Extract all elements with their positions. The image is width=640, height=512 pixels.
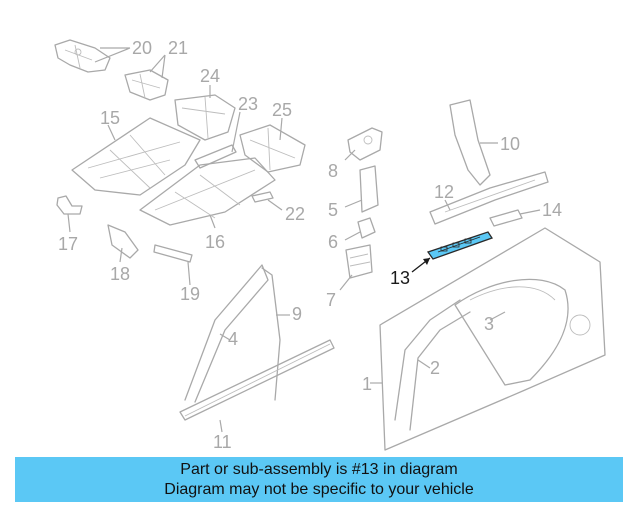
part-1-shape bbox=[379, 227, 606, 451]
part-label-25[interactable]: 25 bbox=[272, 100, 292, 120]
part-21-shape bbox=[124, 69, 169, 101]
part-label-16[interactable]: 16 bbox=[205, 232, 225, 252]
banner-line-2: Diagram may not be specific to your vehi… bbox=[164, 480, 474, 498]
part-label-15[interactable]: 15 bbox=[100, 108, 120, 128]
part-12-shape bbox=[429, 171, 549, 225]
part-22-shape bbox=[251, 191, 274, 203]
part-label-10[interactable]: 10 bbox=[500, 134, 520, 154]
part-10-shape bbox=[449, 99, 491, 186]
part-7-shape bbox=[345, 244, 373, 279]
part-17-shape bbox=[56, 195, 83, 215]
part-label-24[interactable]: 24 bbox=[200, 66, 220, 86]
part-label-21[interactable]: 21 bbox=[168, 38, 188, 58]
leader-lines bbox=[67, 47, 541, 433]
part-label-13[interactable]: 13 bbox=[390, 268, 410, 288]
part-8-shape bbox=[347, 127, 383, 161]
part-label-20[interactable]: 20 bbox=[132, 38, 152, 58]
part-label-5[interactable]: 5 bbox=[328, 200, 338, 220]
part-label-6[interactable]: 6 bbox=[328, 232, 338, 252]
part-4-shape bbox=[184, 264, 269, 403]
part-19-shape bbox=[153, 244, 193, 263]
part-23-shape bbox=[194, 144, 237, 169]
part-24-shape bbox=[174, 94, 236, 141]
part-label-8[interactable]: 8 bbox=[328, 161, 338, 181]
part-18-shape bbox=[107, 224, 139, 259]
part-20-shape bbox=[54, 39, 111, 73]
part-label-19[interactable]: 19 bbox=[180, 284, 200, 304]
part-3-shape bbox=[454, 278, 591, 386]
part-label-23[interactable]: 23 bbox=[238, 94, 258, 114]
part-2-shape bbox=[394, 299, 471, 431]
info-banner: Part or sub-assembly is #13 in diagram D… bbox=[15, 457, 623, 502]
part-label-9[interactable]: 9 bbox=[292, 304, 302, 324]
part-label-14[interactable]: 14 bbox=[542, 200, 562, 220]
part-label-1[interactable]: 1 bbox=[362, 374, 372, 394]
part-9-shape bbox=[261, 267, 281, 401]
part-14-shape bbox=[489, 209, 523, 227]
part-label-4[interactable]: 4 bbox=[228, 329, 238, 349]
part-15-shape bbox=[71, 117, 201, 196]
part-25-shape bbox=[239, 124, 306, 173]
banner-line-1: Part or sub-assembly is #13 in diagram bbox=[180, 460, 458, 478]
part-label-18[interactable]: 18 bbox=[110, 264, 130, 284]
part-16-shape bbox=[139, 157, 276, 226]
part-label-12[interactable]: 12 bbox=[434, 182, 454, 202]
parts-diagram: 20 21 24 23 25 15 10 8 12 5 22 14 17 16 … bbox=[54, 38, 606, 452]
part-label-11[interactable]: 11 bbox=[213, 432, 232, 452]
part-5-shape bbox=[359, 165, 379, 213]
part-label-22[interactable]: 22 bbox=[285, 204, 305, 224]
part-label-7[interactable]: 7 bbox=[326, 290, 336, 310]
part-label-2[interactable]: 2 bbox=[430, 358, 440, 378]
part-label-17[interactable]: 17 bbox=[58, 234, 78, 254]
part-label-3[interactable]: 3 bbox=[484, 314, 494, 334]
part-13-shape bbox=[426, 231, 494, 260]
part-6-shape bbox=[357, 217, 376, 239]
part-11-shape bbox=[179, 339, 335, 421]
